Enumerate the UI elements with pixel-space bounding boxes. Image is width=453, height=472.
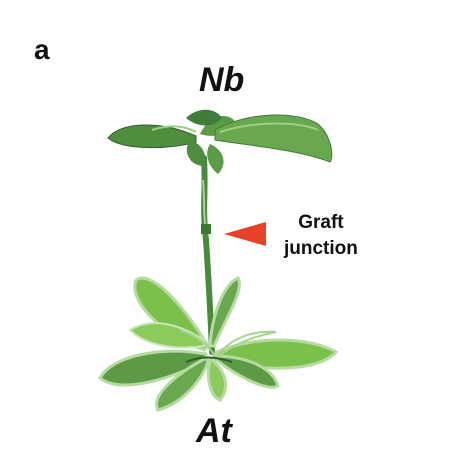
scion-label: Nb	[199, 61, 245, 99]
annotation-line-1: Graft	[298, 212, 344, 233]
panel-label: a	[34, 34, 50, 65]
stem	[201, 155, 215, 355]
annotation-line-2: junction	[284, 238, 358, 259]
graft-junction	[201, 224, 211, 234]
scion-leaves	[107, 109, 333, 174]
graft-arrow-icon	[224, 222, 266, 246]
graft-junction-label: Graft junction	[284, 210, 358, 262]
rosette-leaves	[98, 276, 339, 412]
rootstock-label: At	[196, 412, 232, 450]
